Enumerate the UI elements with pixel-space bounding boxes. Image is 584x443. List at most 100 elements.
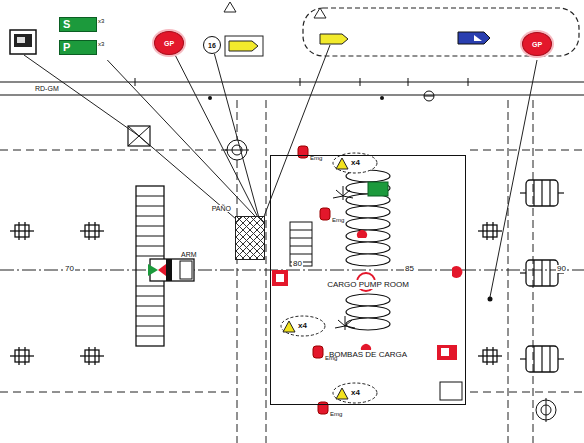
hatch-box (440, 382, 462, 400)
blue-equipment-icon (458, 32, 490, 44)
quantity-mark: x4 (351, 389, 360, 397)
pump-coil (346, 242, 390, 254)
plan-icon-screen (14, 34, 32, 47)
frame-number: 85 (404, 265, 415, 273)
leader-line (107, 60, 255, 216)
drawing-reference: RD-GM (34, 85, 60, 92)
red-marker (452, 266, 462, 278)
deck-tick (408, 78, 409, 86)
pump-coil (346, 230, 390, 242)
column-symbol (80, 347, 104, 365)
deck-fitting (424, 96, 434, 97)
warning-cloud (333, 153, 377, 173)
extinguisher (298, 146, 308, 158)
machine-symbol (520, 260, 564, 286)
vent-circle (225, 150, 249, 151)
text-patch: BOMBAS DE CARGA (327, 350, 409, 359)
fire-alarm-box (272, 270, 288, 286)
stair-treads (290, 230, 312, 262)
callout-text: GP (532, 41, 542, 48)
deck-dot (208, 96, 212, 100)
extinguisher (318, 402, 328, 414)
callout-text: S (59, 17, 97, 32)
yellow-equipment-icon (320, 34, 348, 44)
deck-tick (300, 78, 301, 86)
room-name: CARGO PUMP ROOM (271, 281, 465, 289)
valve-body (180, 261, 192, 279)
pump-coil (346, 206, 390, 218)
emergency-sign (368, 182, 388, 196)
sprinkler (335, 316, 355, 330)
space-label: ARM (180, 251, 198, 258)
sprinkler (333, 186, 353, 200)
leader-dot (488, 297, 493, 302)
extinguisher-label: Emg (310, 155, 322, 161)
callout-text: P (59, 40, 97, 55)
deck-line (0, 81, 584, 82)
pump-spiral (346, 170, 390, 330)
frame-number: 80 (292, 260, 303, 268)
plan-icon-screen (17, 37, 25, 43)
fire-alarm-box (276, 274, 284, 282)
pump-coil (346, 306, 390, 318)
callout-text: 16 (208, 42, 216, 49)
valve-marker (158, 264, 166, 276)
yellow-equipment-icon (229, 41, 258, 51)
deck-tick (468, 78, 469, 86)
deck-line (0, 94, 584, 95)
valve-body (166, 259, 172, 281)
yellow-icon-frame (225, 36, 263, 56)
pump-coil (346, 318, 390, 330)
frame-line (533, 100, 534, 443)
pump-coil (346, 254, 390, 266)
leader-line (175, 55, 257, 216)
frame-number: 90 (556, 265, 567, 273)
extinguisher (320, 208, 330, 220)
red-marker (357, 230, 367, 238)
frame-line (0, 150, 230, 151)
quantity-mark: x4 (298, 322, 307, 330)
frame-line (266, 100, 267, 443)
column-symbol (10, 347, 34, 365)
centre-line (0, 270, 584, 271)
room-heading: PAÑO (211, 205, 232, 212)
general-plan-callout: GP (522, 32, 552, 56)
revision-triangle (224, 2, 236, 12)
column-symbol (478, 347, 502, 365)
blue-icon-mark (474, 35, 482, 41)
warning-cloud (333, 383, 377, 403)
callout-text: x3 (98, 17, 114, 24)
callout-cloud (303, 8, 579, 56)
callout-number: 16 (203, 36, 221, 54)
revision-triangle (314, 8, 326, 18)
quantity-mark: x4 (351, 159, 360, 167)
extinguisher (313, 346, 323, 358)
column-symbol (80, 222, 104, 240)
general-plan-callout: GP (154, 31, 184, 55)
valve-marker (148, 264, 158, 276)
extinguisher-label: Emg (332, 217, 344, 223)
fire-alarm-box (441, 348, 449, 356)
column-symbol (478, 222, 502, 240)
deck-dot (380, 96, 384, 100)
frame-line (470, 392, 584, 393)
deck-tick (135, 78, 136, 86)
pump-room: CARGO PUMP ROOM BOMBAS DE CARGA (270, 155, 466, 405)
pump-coil (346, 294, 390, 306)
warning-triangle (336, 388, 348, 399)
column-symbol (10, 222, 34, 240)
leader-line (263, 45, 330, 219)
pump-coil (346, 218, 390, 230)
deck-fitting (424, 91, 434, 101)
leader-line (214, 54, 258, 216)
store-room: PAÑO (235, 216, 265, 260)
warning-cloud (281, 316, 325, 336)
extinguisher-label: Emg (330, 411, 342, 417)
callout-text: x3 (98, 40, 114, 47)
leader-line (24, 55, 236, 219)
extinguisher-label: Emg (325, 355, 337, 361)
room-name: BOMBAS DE CARGA (271, 351, 465, 359)
